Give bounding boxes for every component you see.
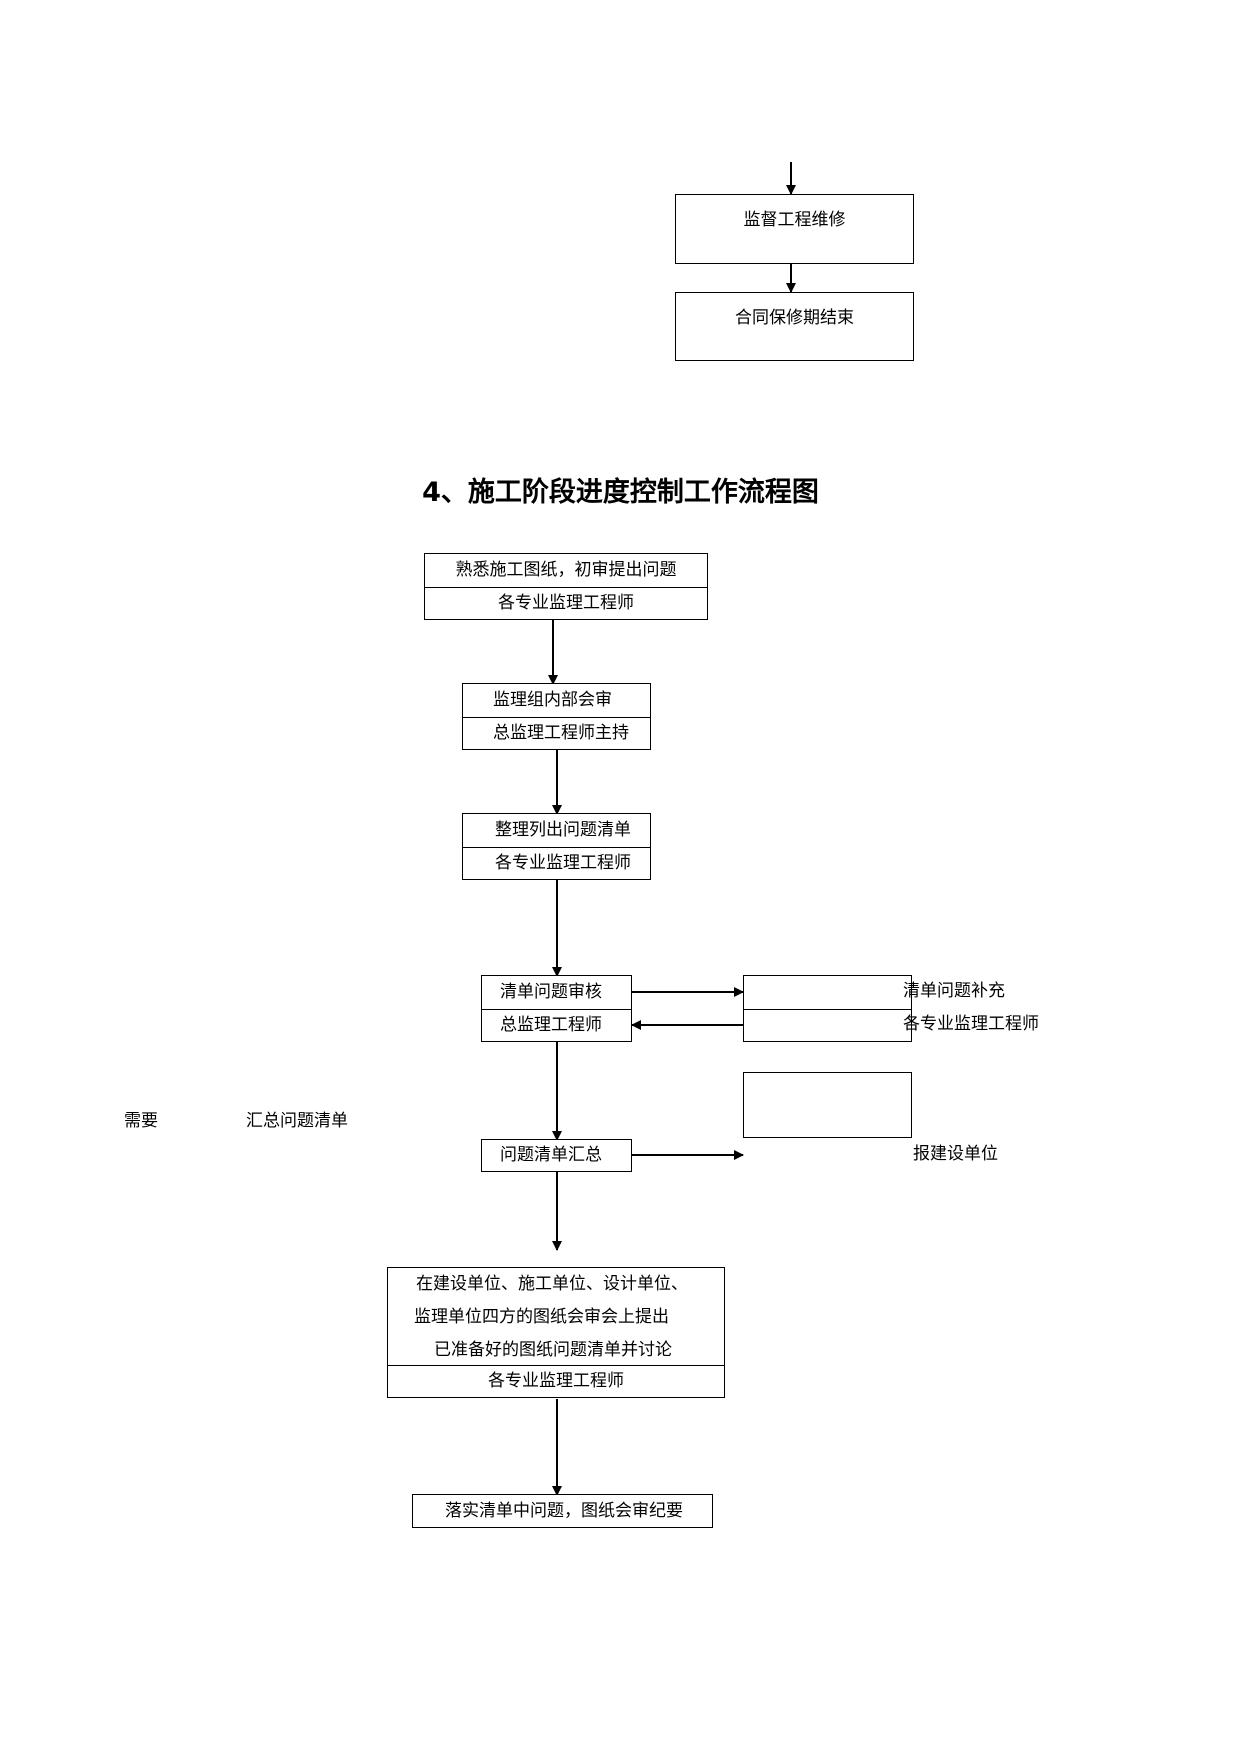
side-supplement-role: 各专业监理工程师 <box>903 1014 1039 1034</box>
report-label: 报建设单位 <box>913 1144 998 1164</box>
step-review-drawings-task: 熟悉施工图纸，初审提出问题 <box>455 560 677 580</box>
step-joint-review-line3: 已准备好的图纸问题清单并讨论 <box>434 1340 672 1360</box>
report-box <box>743 1072 912 1138</box>
warranty-end-box: 合同保修期结束 <box>675 292 914 361</box>
left-note-summary: 汇总问题清单 <box>246 1111 348 1131</box>
section-title: 4、施工阶段进度控制工作流程图 <box>422 477 819 508</box>
step-joint-review-role: 各专业监理工程师 <box>388 1365 724 1397</box>
step-implement-minutes-task: 落实清单中问题，图纸会审纪要 <box>445 1501 683 1521</box>
step-list-audit-task: 清单问题审核 <box>500 982 602 1002</box>
step-internal-review: 监理组内部会审 总监理工程师主持 <box>462 683 651 750</box>
maintenance-supervision-label: 监督工程维修 <box>743 210 846 230</box>
side-supplement-divider <box>744 1009 911 1010</box>
left-note-need: 需要 <box>124 1111 158 1131</box>
step-internal-review-role: 总监理工程师主持 <box>463 717 650 749</box>
step-review-drawings: 熟悉施工图纸，初审提出问题 各专业监理工程师 <box>424 553 708 620</box>
side-supplement-box <box>743 975 912 1042</box>
step-list-summary-task: 问题清单汇总 <box>500 1145 602 1165</box>
side-supplement-task: 清单问题补充 <box>903 981 1005 1001</box>
step-joint-review-line1: 在建设单位、施工单位、设计单位、 <box>416 1274 688 1294</box>
step-list-audit: 清单问题审核 总监理工程师 <box>481 975 632 1042</box>
step-joint-review-line2: 监理单位四方的图纸会审会上提出 <box>414 1307 669 1327</box>
step-issue-list-role: 各专业监理工程师 <box>463 847 650 879</box>
warranty-end-label: 合同保修期结束 <box>735 308 854 328</box>
maintenance-supervision-box: 监督工程维修 <box>675 194 914 264</box>
step-review-drawings-role: 各专业监理工程师 <box>425 587 707 619</box>
step-internal-review-task: 监理组内部会审 <box>493 690 612 710</box>
step-list-audit-role: 总监理工程师 <box>482 1009 631 1041</box>
step-implement-minutes: 落实清单中问题，图纸会审纪要 <box>412 1494 713 1528</box>
step-issue-list-task: 整理列出问题清单 <box>495 820 631 840</box>
step-issue-list: 整理列出问题清单 各专业监理工程师 <box>462 813 651 880</box>
step-list-summary: 问题清单汇总 <box>481 1139 632 1172</box>
step-joint-review-meeting: 在建设单位、施工单位、设计单位、 监理单位四方的图纸会审会上提出 已准备好的图纸… <box>387 1267 725 1398</box>
